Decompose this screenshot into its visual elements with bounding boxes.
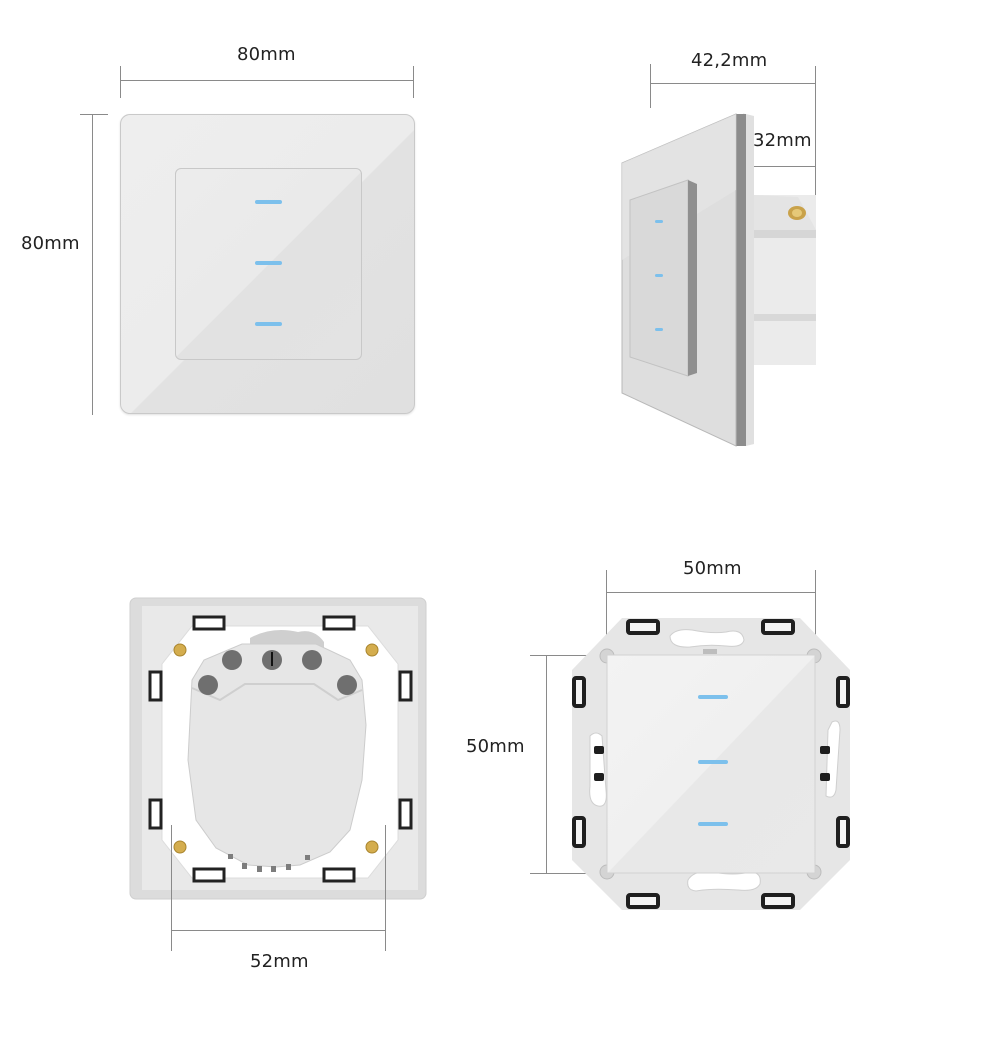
- back-width-dimension-line: [171, 930, 386, 931]
- module-view: 50mm 50mm: [450, 550, 870, 930]
- front-width-extension-left: [120, 66, 121, 98]
- module-height-extension-top: [530, 655, 610, 656]
- module-height-extension-bottom: [530, 873, 630, 874]
- side-total-depth-dimension-line: [650, 83, 816, 84]
- front-led-indicator-1: [255, 200, 282, 204]
- module-drawing: [572, 618, 850, 910]
- front-led-indicator-3: [255, 322, 282, 326]
- side-total-depth-label: 42,2mm: [691, 50, 768, 71]
- front-height-dimension-line: [92, 114, 93, 415]
- module-width-extension-left: [606, 570, 607, 655]
- side-total-depth-extension-left: [650, 64, 651, 108]
- back-width-label: 52mm: [250, 951, 309, 972]
- module-height-label: 50mm: [466, 736, 525, 757]
- module-width-label: 50mm: [683, 558, 742, 579]
- back-width-extension-right: [385, 825, 386, 951]
- side-total-depth-extension-right: [815, 66, 816, 236]
- front-view: 80mm 80mm: [0, 0, 500, 450]
- front-height-extension-top: [80, 114, 108, 115]
- back-switch-drawing: [129, 597, 427, 900]
- side-view: 42,2mm 32mm: [560, 0, 1000, 470]
- front-width-extension-right: [413, 66, 414, 98]
- front-width-label: 80mm: [237, 44, 296, 65]
- module-width-dimension-line: [606, 592, 816, 593]
- front-led-indicator-2: [255, 261, 282, 265]
- back-width-extension-left: [171, 825, 172, 951]
- front-height-label: 80mm: [21, 233, 80, 254]
- side-in-wall-depth-label: 32mm: [753, 130, 812, 151]
- side-switch-drawing: [621, 113, 816, 447]
- back-view: 52mm: [100, 580, 460, 1000]
- module-width-extension-right: [815, 570, 816, 655]
- side-in-wall-depth-dimension-line: [753, 166, 816, 167]
- module-height-dimension-line: [546, 655, 547, 874]
- front-width-dimension-line: [120, 80, 414, 81]
